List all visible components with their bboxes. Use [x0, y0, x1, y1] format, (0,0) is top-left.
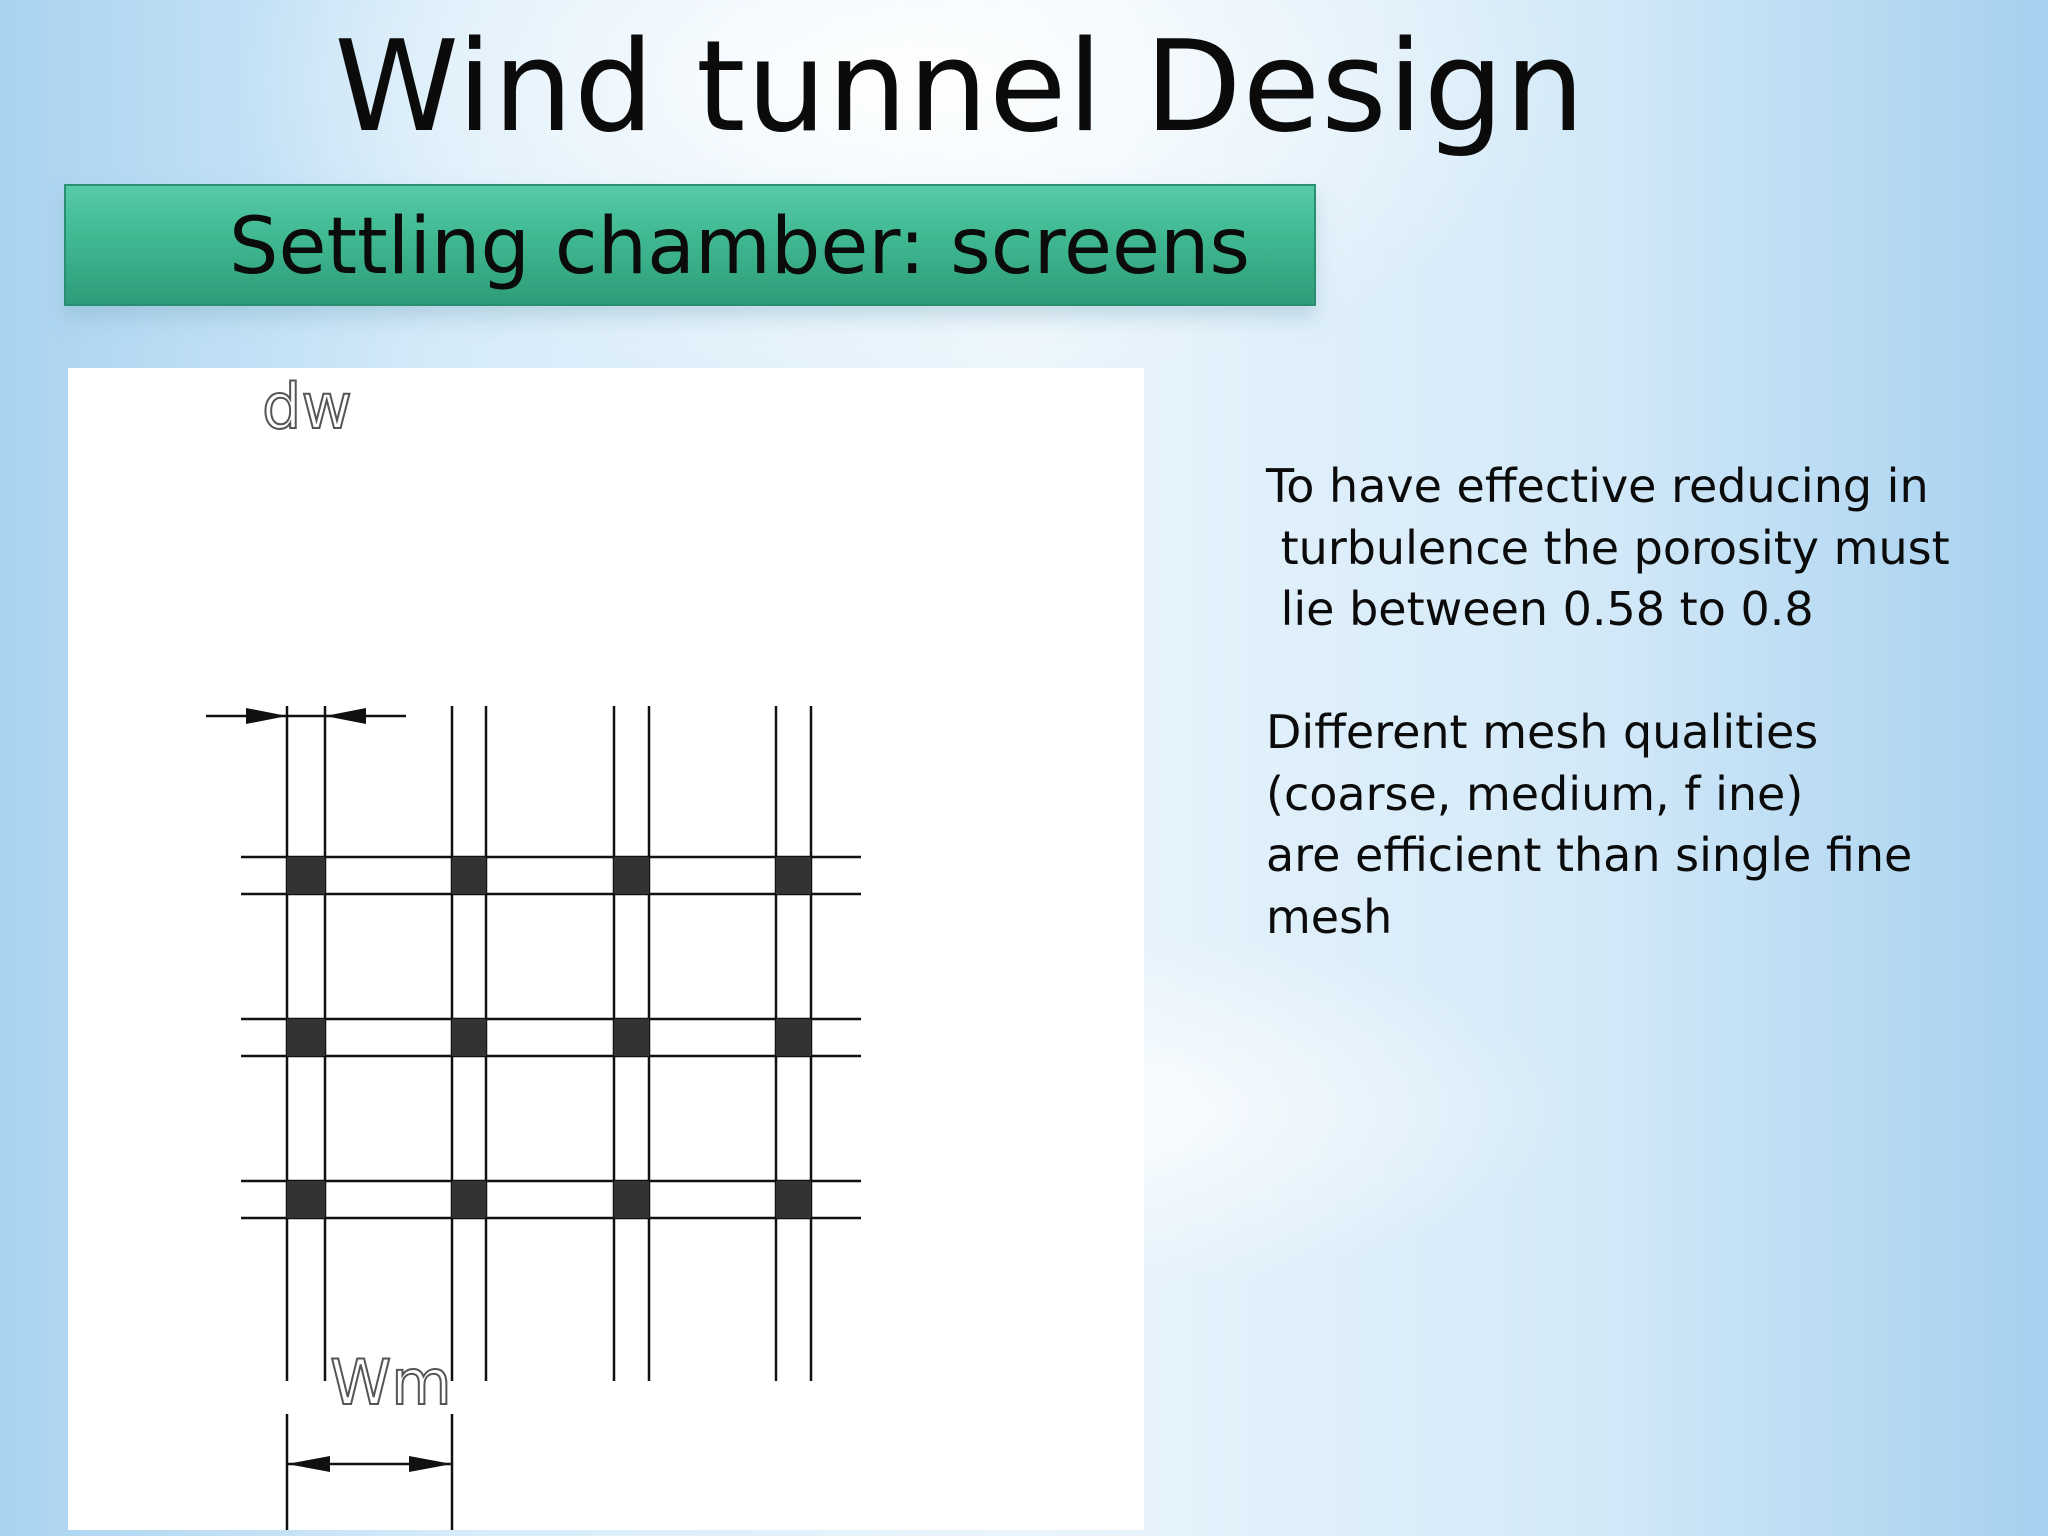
body-line: are efficient than single fine [1266, 828, 1913, 882]
wire-junction [614, 1019, 649, 1056]
dw-arrow-left [246, 708, 287, 724]
mesh-svg: dw Wm [206, 369, 861, 1530]
section-banner: Settling chamber: screens [64, 184, 1316, 306]
body-line: Different mesh qualities [1266, 705, 1819, 759]
screen-mesh-diagram: dw Wm [68, 368, 1144, 1530]
wire-junction [452, 1019, 486, 1056]
body-paragraph-1: To have effective reducing in turbulence… [1266, 456, 2026, 641]
wm-arrow-right [409, 1456, 452, 1472]
junctions [287, 857, 811, 1218]
wire-junction [287, 1181, 325, 1218]
wire-junction [776, 857, 811, 894]
wire-junction [287, 1019, 325, 1056]
body-line: To have effective reducing in [1266, 459, 1929, 513]
dw-label: dw [262, 370, 352, 443]
body-text: To have effective reducing in turbulence… [1266, 456, 2026, 948]
wire-junction [776, 1181, 811, 1218]
body-line: turbulence the porosity must [1266, 520, 1950, 575]
dw-arrow-right [325, 708, 366, 724]
slide-title: Wind tunnel Design [334, 13, 1586, 160]
wire-junction [452, 857, 486, 894]
banner-text: Settling chamber: screens [229, 202, 1251, 292]
body-line: mesh [1266, 889, 1393, 944]
wire-junction [287, 857, 325, 894]
wire-junction [452, 1181, 486, 1218]
dimension-markers [206, 708, 454, 1530]
wires [241, 706, 861, 1381]
body-line: (coarse, medium, f ine) [1266, 766, 1804, 821]
wm-arrow-left [287, 1456, 330, 1472]
wire-junction [614, 1181, 649, 1218]
wire-junction [614, 857, 649, 894]
body-paragraph-2: Different mesh qualities (coarse, medium,… [1266, 702, 2026, 948]
wire-junction [776, 1019, 811, 1056]
body-line: lie between 0.58 to 0.8 [1266, 582, 1814, 636]
wm-label: Wm [330, 1346, 452, 1419]
